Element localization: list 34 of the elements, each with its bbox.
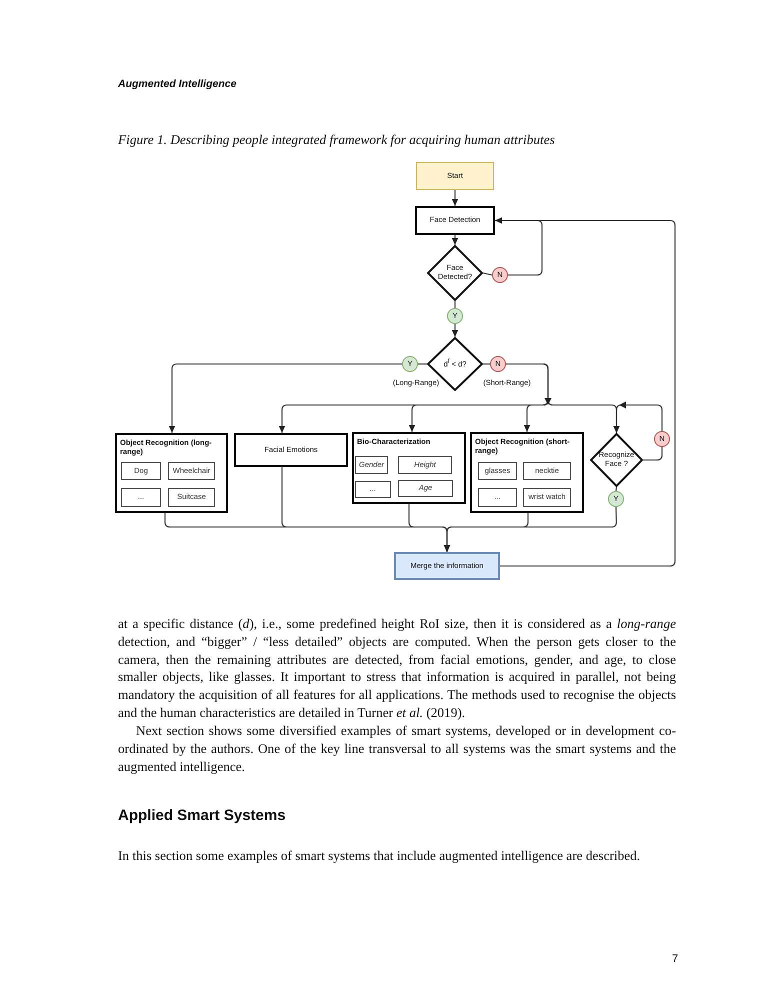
group-box — [470, 432, 584, 513]
branch-circle — [402, 356, 418, 372]
attribute-box — [355, 481, 391, 498]
process-box — [415, 206, 495, 235]
page-number: 7 — [672, 953, 678, 965]
process-box — [394, 552, 500, 580]
decision-diamond — [590, 433, 643, 487]
running-header: Augmented Intelligence — [118, 78, 236, 90]
group-box — [115, 433, 228, 513]
start-box — [416, 162, 494, 190]
figure-caption: Figure 1. Describing people integrated framework for acquiring human attributes — [118, 131, 555, 149]
attribute-box — [168, 488, 215, 507]
branch-circle — [492, 267, 508, 283]
branch-circle — [608, 491, 624, 507]
branch-circle — [447, 308, 463, 324]
attribute-box — [523, 488, 571, 507]
attribute-box — [398, 480, 453, 497]
group-box — [352, 432, 466, 504]
decision-diamond — [427, 245, 483, 301]
section-heading: Applied Smart Systems — [118, 807, 286, 824]
branch-circle — [490, 356, 506, 372]
attribute-box — [398, 456, 452, 474]
branch-circle — [654, 431, 670, 447]
attribute-box — [523, 462, 571, 480]
attribute-box — [355, 456, 388, 474]
attribute-box — [478, 488, 517, 507]
process-box — [234, 433, 348, 467]
attribute-box — [121, 488, 161, 507]
attribute-box — [168, 462, 215, 480]
attribute-box — [121, 462, 161, 480]
body-paragraph: Next section shows some diversified examples of smart systems, developed or in development co-ordinated by the authors. One of the key line transversal to all systems was the smart systems and the augmented intelligence. — [118, 722, 676, 776]
body-paragraph: In this section some examples of smart systems that include augmented intelligence are described. — [118, 847, 640, 865]
body-paragraph: at a specific distance (d), i.e., some predefined height RoI size, then it is considered as a long-range detection, and “bigger” / “less detailed” objects are computed. When the person gets closer to the camera, then the remaining attributes are detected, from facial emotions, gender, and age, to close smaller objects, like glasses. It important to stress that information is acquired in parallel, not being mandatory the acquisition of all features for all applications. The methods used to recognise the objects and the human characteristics are detailed in Turner et al. (2019). — [118, 615, 676, 722]
attribute-box — [478, 462, 517, 480]
